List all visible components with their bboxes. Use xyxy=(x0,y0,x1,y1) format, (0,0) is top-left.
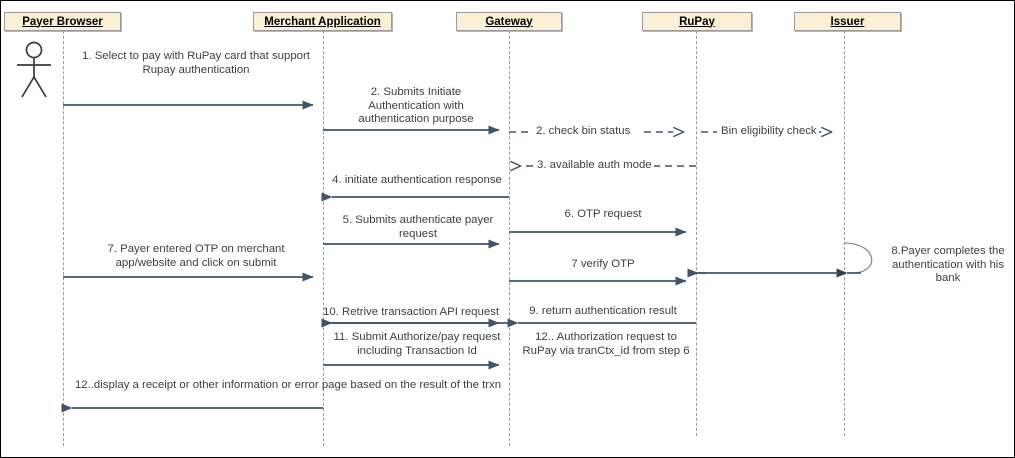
lifeline-label-rupay: RuPay xyxy=(679,15,715,28)
msg-label-10: 10. Retrive transaction API request xyxy=(323,306,500,318)
lifeline-header-issuer[interactable]: Issuer xyxy=(794,12,901,31)
msg-label-3: 3. available auth mode xyxy=(535,159,654,171)
lifeline-line-payer xyxy=(63,31,64,446)
lifeline-label-issuer: Issuer xyxy=(830,15,865,28)
msg-label-2: 2. Submits Initiate Authentication with … xyxy=(358,86,474,126)
msg-label-1: 1. Select to pay with RuPay card that su… xyxy=(82,50,310,76)
msg-label-2b: 2. check bin status xyxy=(534,125,633,137)
msg-label-7b: 7 verify OTP xyxy=(571,258,635,270)
actor-stick-figure xyxy=(9,41,59,104)
lifeline-label-merchant: Merchant Application xyxy=(264,15,381,28)
msg-label-8: 8.Payer completes the authentication wit… xyxy=(891,245,1005,285)
msg-label-9: 9. return authentication result xyxy=(529,305,677,317)
msg-label-5: 5. Submits authenticate payer request xyxy=(342,214,494,240)
msg-label-12a: 12.. Authorization request to RuPay via … xyxy=(522,331,690,357)
lifeline-line-rupay xyxy=(696,31,697,436)
lifeline-line-gateway xyxy=(509,31,510,446)
lifeline-header-payer[interactable]: Payer Browser xyxy=(4,12,121,31)
msg-label-11: 11. Submit Authorize/pay request includi… xyxy=(333,331,501,357)
msg-label-4: 4. initiate authentication response xyxy=(332,174,502,186)
msg-label-2c: Bin eligibility check xyxy=(719,125,819,137)
lifeline-label-gateway: Gateway xyxy=(485,15,533,28)
lifeline-header-rupay[interactable]: RuPay xyxy=(642,12,752,31)
msg-label-6: 6. OTP request xyxy=(564,208,642,220)
lifeline-header-merchant[interactable]: Merchant Application xyxy=(253,12,392,31)
stick-figure-icon xyxy=(17,41,51,98)
lifeline-line-merchant xyxy=(323,31,324,446)
msg-label-7a: 7. Payer entered OTP on merchant app/web… xyxy=(107,243,285,269)
lifeline-line-issuer xyxy=(844,31,845,436)
lifeline-label-payer: Payer Browser xyxy=(22,15,103,28)
arrow-msg-8-loop xyxy=(843,242,873,274)
msg-label-12b: 12..display a receipt or other informati… xyxy=(74,379,502,391)
lifeline-header-gateway[interactable]: Gateway xyxy=(456,12,562,31)
